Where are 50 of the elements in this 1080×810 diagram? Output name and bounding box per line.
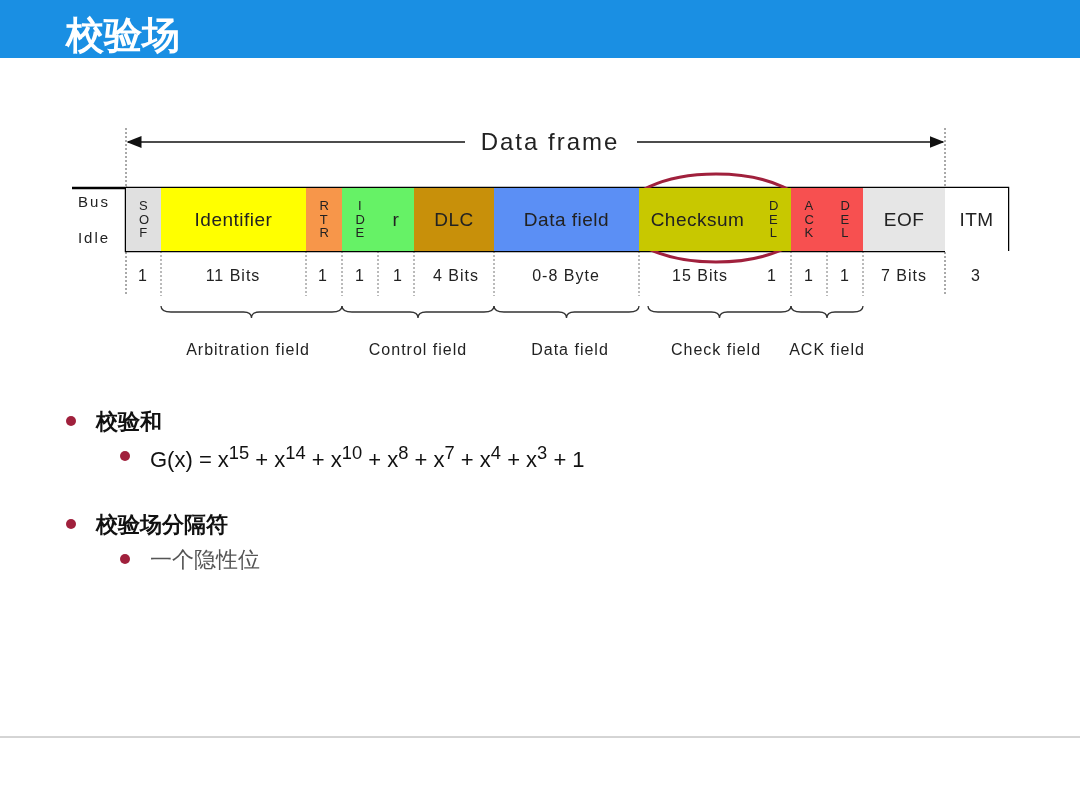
field-label: EOF: [883, 208, 925, 231]
bit-length-label: 7 Bits: [881, 267, 927, 285]
field-label: Data field: [523, 208, 610, 231]
frame-field-box: [756, 188, 791, 251]
bit-length-label: 1: [804, 267, 814, 285]
bit-length-label: 1: [767, 267, 777, 285]
field-group-label: Data field: [531, 341, 609, 359]
field-label: ACK: [804, 199, 814, 240]
field-label: Identifier: [194, 208, 273, 231]
field-label: Checksum: [650, 208, 745, 231]
frame-field-box: [378, 188, 414, 251]
field-label: DEL: [768, 199, 779, 240]
field-label: DLC: [434, 208, 474, 231]
bit-length-label: 1: [840, 267, 850, 285]
field-group-label: Check field: [670, 341, 762, 359]
bullet-text: 校验和: [96, 408, 162, 436]
bit-length-label: 0-8 Byte: [532, 267, 600, 285]
field-label: r: [392, 208, 400, 231]
field-group-label: ACK field: [789, 341, 865, 359]
frame-field-box: [945, 188, 1008, 251]
frame-field-box: [126, 188, 161, 251]
bit-length-label: 11 Bits: [205, 267, 261, 285]
frame-field-box: [161, 188, 306, 251]
frame-field-box: [414, 188, 494, 251]
field-group-label: Arbitration field: [186, 341, 310, 359]
field-label: IDE: [355, 199, 365, 240]
frame-field-box: [863, 188, 945, 251]
field-label: RTR: [319, 199, 329, 240]
bullet-text: 一个隐性位: [150, 546, 260, 574]
field-label: ITM: [959, 208, 994, 231]
bus-idle-label: Bus Idle: [76, 192, 112, 248]
slide-title: 校验场: [66, 13, 180, 58]
bit-length-label: 1: [318, 267, 328, 285]
frame-field-box: [791, 188, 827, 251]
frame-field-box: [639, 188, 756, 251]
field-label: SOF: [138, 199, 149, 240]
bit-length-label: 15 Bits: [672, 267, 728, 285]
field-label: DEL: [840, 199, 850, 240]
bullet-text: G(x) = x$^{15}$ + x$^{14}$ + x$^{10}$ + x$^{8}$ + x$^{7}$ + x$^{4}$ + x$^{3}$ + 1: [150, 442, 585, 474]
bit-length-label: 1: [138, 267, 148, 285]
bit-length-label: 4 Bits: [433, 267, 479, 285]
frame-field-box: [494, 188, 639, 251]
frame-field-box: [306, 188, 342, 251]
bit-length-label: 3: [971, 267, 981, 285]
bullet-text: 校验场分隔符: [96, 511, 228, 539]
field-group-label: Control field: [368, 341, 468, 359]
bit-length-label: 1: [355, 267, 365, 285]
frame-field-box: [827, 188, 863, 251]
frame-field-box: [342, 188, 378, 251]
bit-length-label: 1: [393, 267, 403, 285]
